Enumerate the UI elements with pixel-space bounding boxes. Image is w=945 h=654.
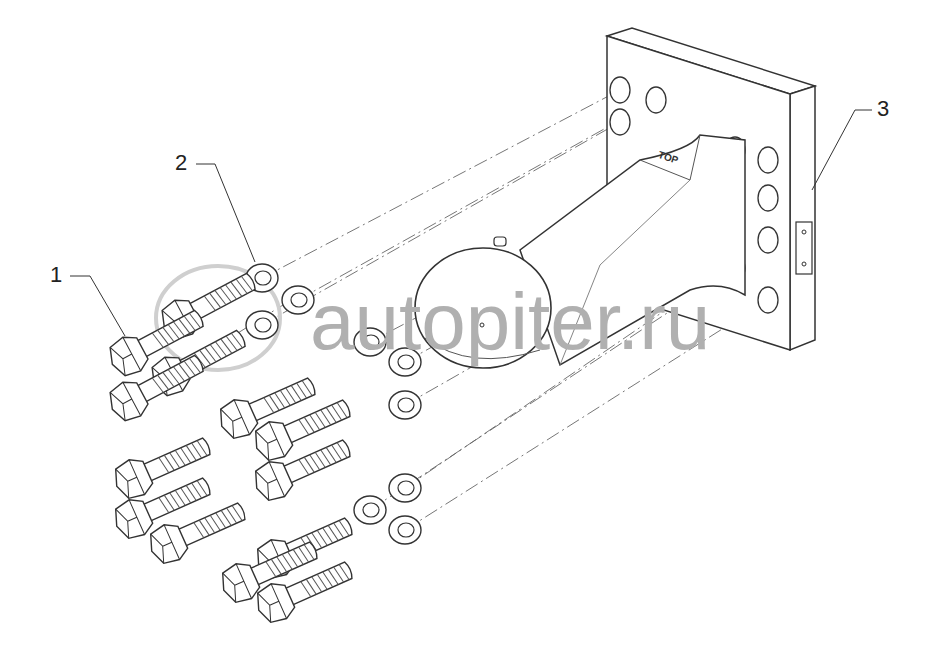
watermark: autopiter.ru	[310, 282, 710, 362]
callout-number: 3	[877, 98, 889, 120]
centre-lines	[140, 90, 768, 530]
callout-number: 1	[50, 264, 62, 286]
callout-number: 2	[175, 152, 187, 174]
